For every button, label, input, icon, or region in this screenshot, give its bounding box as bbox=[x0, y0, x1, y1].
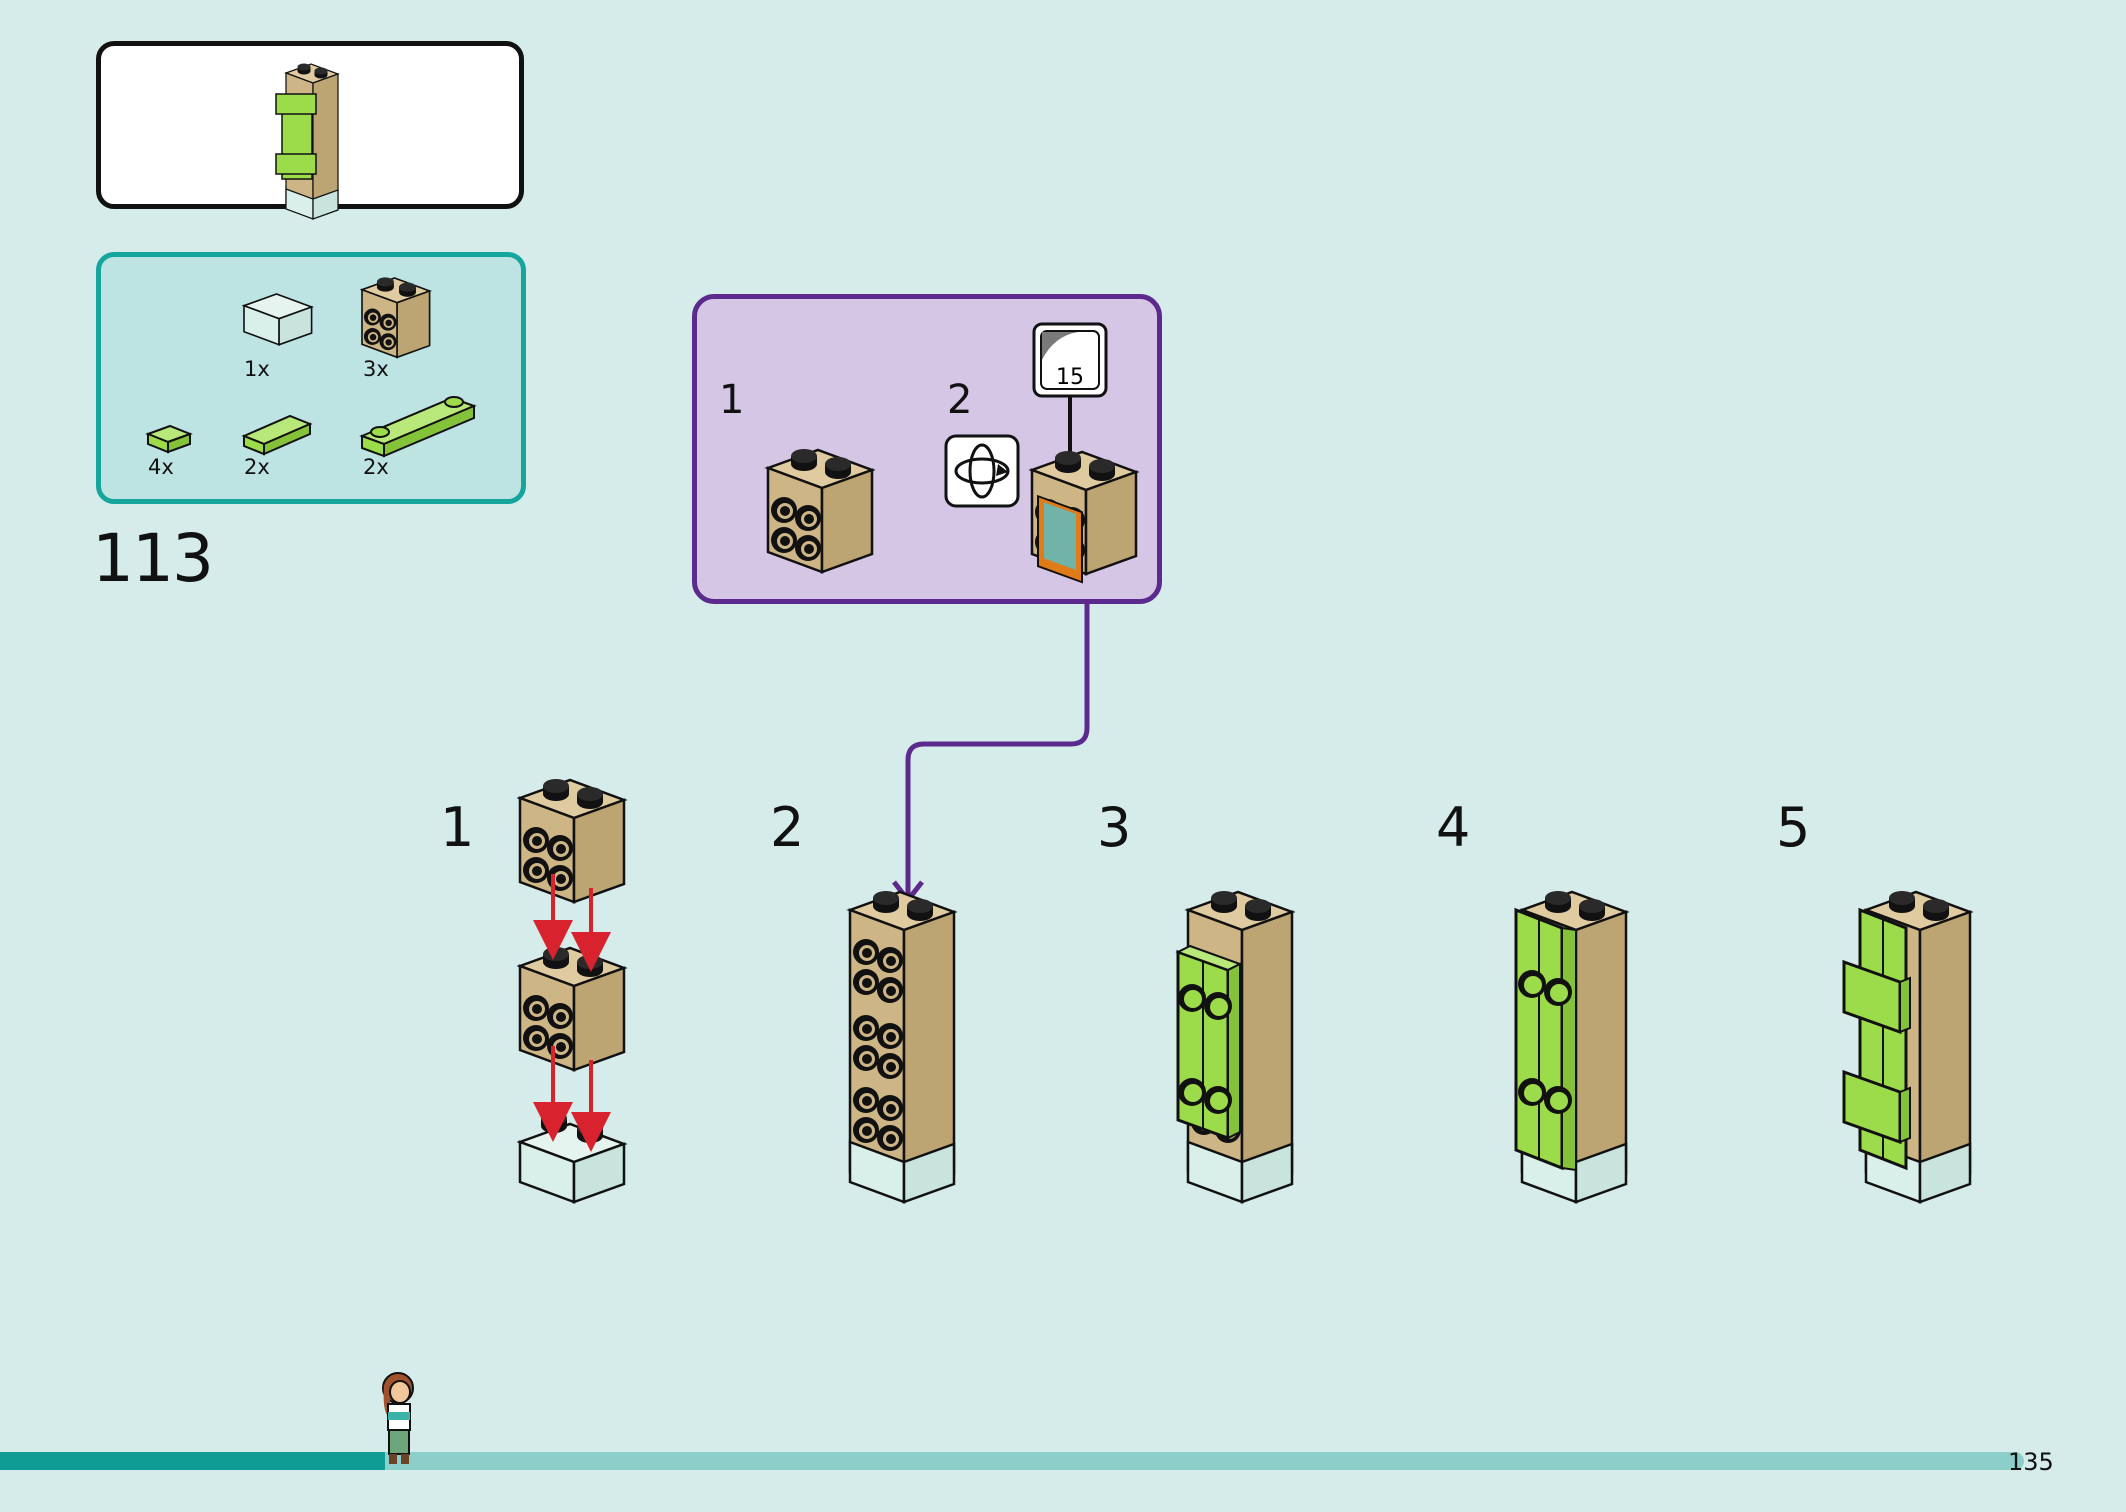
part-qty-2: 3x bbox=[363, 357, 389, 381]
substep-number-2: 2 bbox=[770, 796, 805, 859]
part-light-aqua-brick bbox=[243, 293, 313, 346]
callout-substep-2: 2 bbox=[947, 377, 973, 423]
substep-1-mid-brick bbox=[520, 947, 624, 1070]
substep-2-column bbox=[850, 891, 954, 1202]
callout-substep-1: 1 bbox=[719, 377, 745, 423]
part-qty-1: 1x bbox=[244, 357, 270, 381]
substep-number-3: 3 bbox=[1097, 796, 1132, 859]
parts-list-box: 1x 3x 4x 2x 2x bbox=[96, 252, 526, 504]
preview-model bbox=[275, 64, 338, 220]
progress-bar-fill bbox=[0, 1452, 385, 1470]
progress-bar-track bbox=[0, 1452, 2024, 1470]
callout-stickered-brick bbox=[1032, 451, 1136, 584]
part-qty-3: 4x bbox=[148, 455, 174, 479]
sticker-number: 15 bbox=[1056, 365, 1084, 390]
part-lime-tile-1x1 bbox=[145, 424, 193, 454]
substep-1-base-brick bbox=[518, 1111, 626, 1204]
substep-3-column bbox=[1175, 891, 1292, 1202]
part-lime-tile-1x2 bbox=[241, 414, 313, 456]
part-lime-plate-1x4 bbox=[359, 396, 477, 458]
substep-number-4: 4 bbox=[1436, 796, 1471, 859]
substep-4-column bbox=[1514, 891, 1626, 1202]
part-qty-4: 2x bbox=[244, 455, 270, 479]
step-number: 113 bbox=[92, 520, 214, 597]
part-qty-5: 2x bbox=[363, 455, 389, 479]
substep-number-1: 1 bbox=[440, 796, 475, 859]
callout-tan-brick bbox=[768, 449, 872, 572]
page-number: 135 bbox=[2008, 1448, 2054, 1476]
part-tan-brick bbox=[362, 277, 430, 357]
minifigure-icon bbox=[382, 1372, 414, 1464]
substep-5-column bbox=[1842, 891, 1970, 1202]
rotate-icon bbox=[944, 434, 1020, 508]
substep-1-top-brick bbox=[520, 779, 624, 902]
substep-number-5: 5 bbox=[1776, 796, 1811, 859]
